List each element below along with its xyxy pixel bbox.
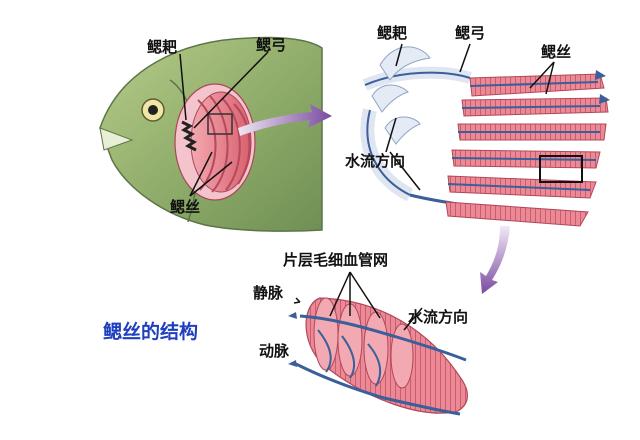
label-gill-filament-detail: 鳃丝 [541, 43, 572, 61]
label-gill-arch-detail: 鳃弓 [455, 24, 486, 42]
magnify-arrow-2 [480, 226, 510, 294]
gill-filament-rods [445, 73, 609, 227]
label-vein: 静脉 [253, 284, 284, 302]
filament-structure-illustration [288, 271, 468, 416]
gill-detail-illustration [360, 43, 610, 227]
fish-head-illustration [99, 36, 323, 232]
label-gill-filament: 鳃丝 [170, 198, 201, 216]
diagram-caption: 鳃丝的结构 [103, 321, 199, 343]
label-gill-arch: 鳃弓 [256, 36, 287, 54]
label-water-flow-detail: 水流方向 [345, 152, 406, 170]
label-water-flow-filament: 水流方向 [408, 308, 469, 326]
label-capillary-net: 片层毛细血管网 [283, 251, 389, 269]
label-gill-raker-detail: 鳃耙 [377, 24, 408, 42]
label-artery: 动脉 [259, 342, 290, 360]
magnify-arrow-1 [238, 104, 332, 136]
label-gill-raker: 鳃耙 [147, 38, 178, 56]
